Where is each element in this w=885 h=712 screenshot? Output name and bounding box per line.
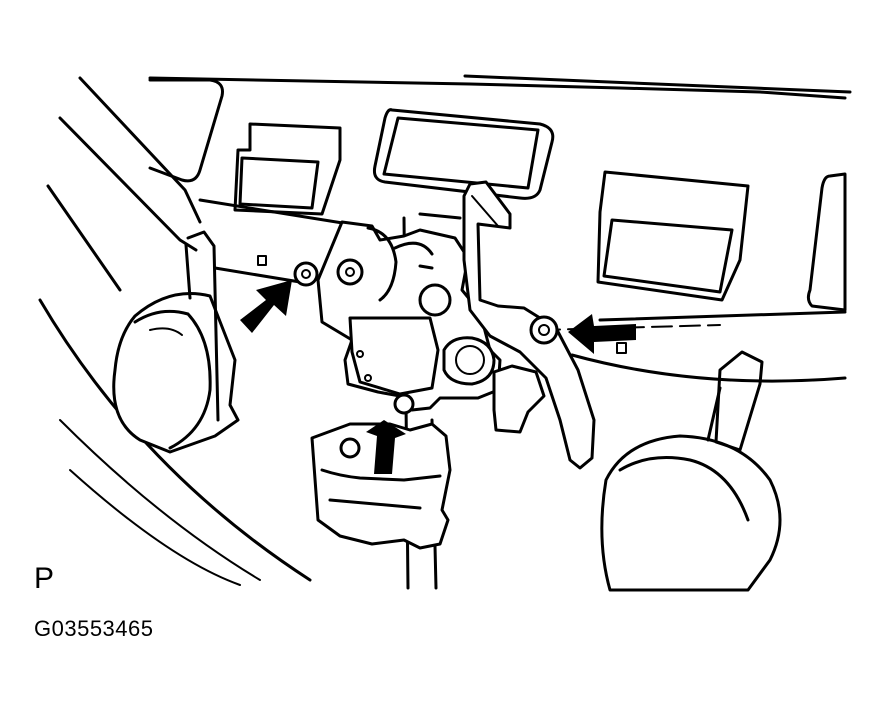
figure-code-label: G03553465 (34, 616, 154, 641)
arrow-icon-lower-bolt (366, 420, 406, 474)
arrow-icon-right-bolt (568, 314, 636, 354)
release-lever (462, 180, 596, 470)
upper-left-bolt (293, 261, 319, 287)
arrow-icon-upper-left-bolt (240, 280, 292, 333)
left-horn (112, 230, 240, 454)
upper-vent-openings (233, 108, 847, 312)
right-horn (600, 350, 782, 592)
lower-bracket (310, 393, 452, 550)
right-bracket (492, 315, 559, 434)
view-letter-label: P (34, 562, 55, 595)
